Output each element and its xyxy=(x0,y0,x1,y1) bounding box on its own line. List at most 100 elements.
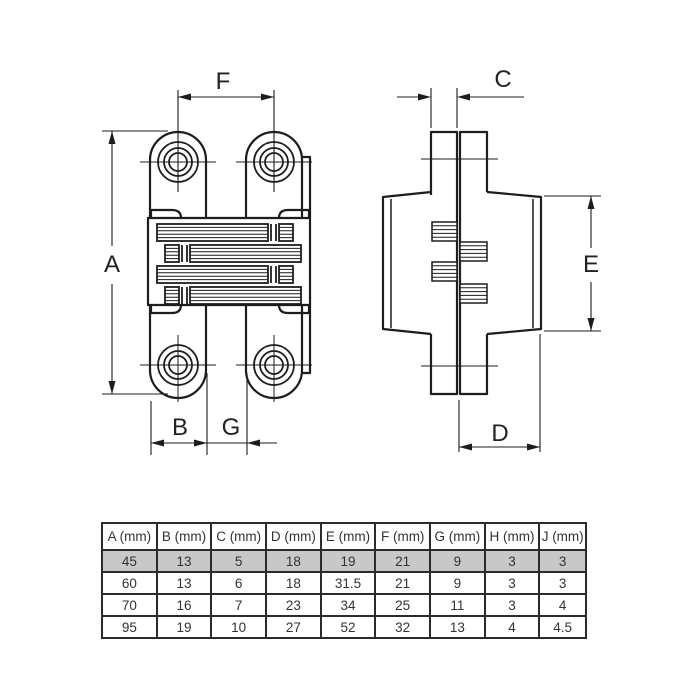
arrowhead xyxy=(178,93,191,101)
table-header-cell: B (mm) xyxy=(155,522,213,551)
arrowhead xyxy=(459,443,472,451)
table-cell: 31.5 xyxy=(319,571,377,595)
table-header-cell: G (mm) xyxy=(429,522,486,551)
table-cell: 21 xyxy=(374,571,432,595)
table-cell: 18 xyxy=(265,571,322,595)
arrowhead xyxy=(194,439,207,447)
dim-D: D xyxy=(458,334,541,452)
link-bar-hatch xyxy=(157,226,301,302)
dim-label-A: A xyxy=(104,251,120,278)
right-plate-outline xyxy=(458,130,489,396)
link-bar xyxy=(189,286,302,305)
table-cell: 9 xyxy=(429,571,486,595)
table-header-cell: J (mm) xyxy=(538,522,587,551)
dimensions: F A B G C xyxy=(102,66,601,455)
table-cell: 52 xyxy=(319,615,377,639)
body-right-outline xyxy=(486,190,543,336)
link-block xyxy=(459,283,488,304)
arrowhead xyxy=(108,131,116,144)
arrowhead xyxy=(587,196,595,209)
table-cell: 95 xyxy=(101,615,158,639)
table-cell: 11 xyxy=(429,593,486,617)
surface-reference-lines xyxy=(421,158,498,367)
arrowhead xyxy=(587,318,595,331)
arrowhead xyxy=(527,443,540,451)
dim-B-G: B G xyxy=(150,373,277,455)
table-cell: 25 xyxy=(374,593,432,617)
table-header-cell: H (mm) xyxy=(483,522,541,551)
table-cell: 45 xyxy=(101,549,158,573)
table-cell: 19 xyxy=(155,615,213,639)
dim-label-E: E xyxy=(583,251,599,278)
arrowhead xyxy=(457,93,470,101)
table-cell: 13 xyxy=(155,571,213,595)
arrowhead xyxy=(261,93,274,101)
table-cell: 3 xyxy=(538,571,587,595)
body-left-outline xyxy=(381,190,432,336)
link-bar xyxy=(156,265,269,284)
corner-brackets xyxy=(149,208,311,315)
table-cell: 9 xyxy=(429,549,486,573)
table-row: 95 19 10 27 52 32 13 4 4.5 xyxy=(101,615,587,639)
arrowhead xyxy=(108,381,116,394)
technical-drawing: F A B G C xyxy=(102,66,601,455)
table-cell: 6 xyxy=(210,571,268,595)
link-pin-block xyxy=(278,265,294,284)
link-pin-block xyxy=(278,223,294,242)
table-cell: 3 xyxy=(483,571,541,595)
link-pins xyxy=(181,224,277,304)
link-block xyxy=(431,261,458,282)
right-leaf-flange xyxy=(302,155,312,375)
link-bar xyxy=(189,244,302,263)
arrowhead xyxy=(247,439,260,447)
table-header-row: A (mm) B (mm) C (mm) D (mm) E (mm) F (mm… xyxy=(101,522,587,551)
link-block xyxy=(431,221,458,242)
table-cell: 60 xyxy=(101,571,158,595)
table-row: 45 13 5 18 19 21 9 3 3 xyxy=(101,549,587,573)
table-cell: 3 xyxy=(538,549,587,573)
arrowhead xyxy=(418,93,431,101)
table-header-cell: E (mm) xyxy=(319,522,377,551)
table-header-cell: A (mm) xyxy=(101,522,158,551)
table-header-cell: F (mm) xyxy=(374,522,432,551)
dim-A: A xyxy=(102,130,168,395)
table-cell: 13 xyxy=(429,615,486,639)
side-view xyxy=(381,130,543,396)
body-inner-edges xyxy=(390,199,534,328)
table-header-cell: D (mm) xyxy=(265,522,322,551)
link-pin-block xyxy=(164,286,180,305)
link-pin-block xyxy=(164,244,180,263)
link-bar xyxy=(156,223,269,242)
table-cell: 23 xyxy=(265,593,322,617)
link-bars xyxy=(156,223,302,305)
table-cell: 5 xyxy=(210,549,268,573)
dim-label-D: D xyxy=(491,420,508,447)
dim-F: F xyxy=(177,68,275,192)
table-cell: 13 xyxy=(155,549,213,573)
dim-C: C xyxy=(397,66,524,128)
dim-label-B: B xyxy=(172,414,188,441)
table-cell: 4 xyxy=(538,593,587,617)
front-view xyxy=(140,130,312,402)
table-cell: 7 xyxy=(210,593,268,617)
table-cell: 3 xyxy=(483,549,541,573)
table-row: 70 16 7 23 34 25 11 3 4 xyxy=(101,593,587,617)
table-row: 60 13 6 18 31.5 21 9 3 3 xyxy=(101,571,587,595)
table-header-cell: C (mm) xyxy=(210,522,268,551)
table-cell: 10 xyxy=(210,615,268,639)
table-cell: 16 xyxy=(155,593,213,617)
dimensions-table: A (mm) B (mm) C (mm) D (mm) E (mm) F (mm… xyxy=(101,522,587,639)
table-cell: 19 xyxy=(319,549,377,573)
link-block xyxy=(459,241,488,262)
table-cell: 4.5 xyxy=(538,615,587,639)
table-cell: 4 xyxy=(483,615,541,639)
dim-label-F: F xyxy=(216,68,231,95)
arrowhead xyxy=(151,439,164,447)
link-block-hatch xyxy=(432,225,487,300)
table-cell: 21 xyxy=(374,549,432,573)
table-cell: 27 xyxy=(265,615,322,639)
dim-E: E xyxy=(544,195,601,332)
table-cell: 32 xyxy=(374,615,432,639)
link-blocks xyxy=(431,221,488,304)
